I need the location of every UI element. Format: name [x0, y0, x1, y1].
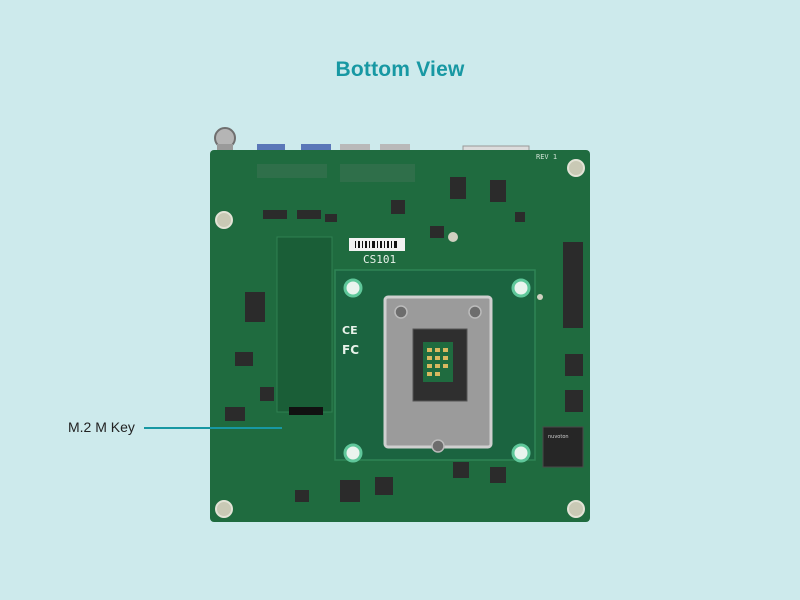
motherboard-image: CS101 REV 1 CE FC nuvoton	[205, 122, 595, 524]
board-revision-label: REV 1	[536, 153, 557, 161]
m2-slot	[276, 236, 333, 413]
standoff-holes	[343, 278, 531, 463]
super-io-chip	[542, 426, 584, 468]
fcc-mark: FC	[342, 343, 359, 357]
m2-callout-label: M.2 M Key	[68, 419, 135, 435]
components	[225, 164, 583, 502]
chip-brand-label: nuvoton	[548, 434, 569, 440]
board-model-label: CS101	[363, 253, 396, 266]
m2-callout-line	[144, 427, 282, 429]
page-title: Bottom View	[335, 58, 465, 81]
mounting-holes	[215, 159, 585, 518]
ce-mark: CE	[342, 324, 358, 337]
